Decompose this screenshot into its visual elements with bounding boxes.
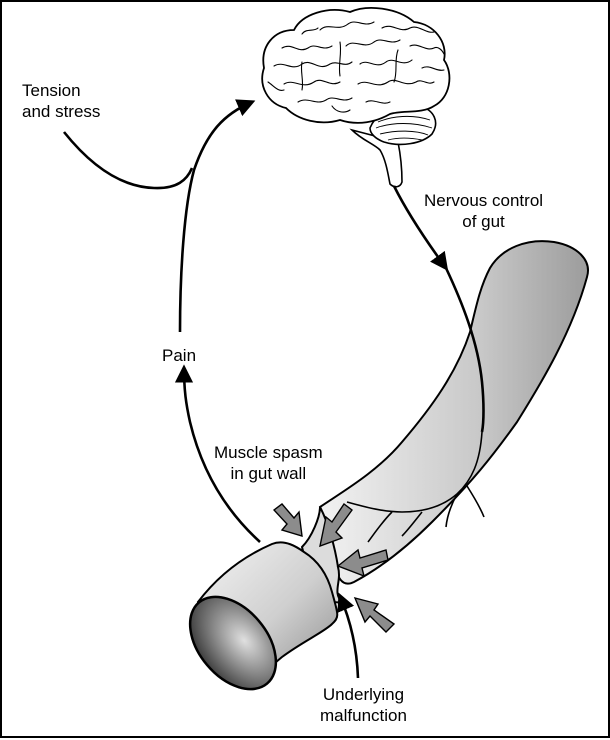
pressure-arrow-4 (353, 596, 396, 633)
muscle-spasm-label-line-2: in gut wall (230, 464, 307, 483)
tension-label: Tension and stress (22, 80, 100, 122)
tension-arrow-line (62, 131, 194, 190)
tension-label-line-2: and stress (22, 102, 101, 121)
gut-opening (188, 595, 278, 691)
pressure-arrow-1 (272, 503, 303, 537)
nervous-control-line (444, 267, 485, 433)
muscle-spasm-label-line-1: Muscle spasm (214, 443, 323, 462)
brain-input-arrow (178, 99, 256, 333)
muscle-spasm-label: Muscle spasm in gut wall (214, 442, 323, 484)
malfunction-arrow (337, 592, 360, 679)
pressure-arrow-2 (319, 502, 353, 548)
pain-arrow (174, 364, 261, 543)
malfunction-label-line-2: malfunction (320, 706, 407, 725)
gut-nerves (346, 431, 485, 543)
nervous-control-label-line-2: of gut (462, 212, 505, 231)
malfunction-label-line-1: Underlying (322, 685, 405, 704)
nervous-control-label: Nervous control of gut (424, 190, 543, 232)
malfunction-label: Underlying malfunction (320, 684, 407, 726)
gut-tube (188, 240, 589, 691)
brain-illustration (261, 7, 451, 188)
gut-upper-segment (318, 240, 589, 585)
nervous-control-label-line-1: Nervous control (424, 191, 544, 210)
pain-label: Pain (162, 346, 197, 365)
cerebrum (261, 7, 451, 124)
pressure-arrows (272, 502, 396, 633)
tension-label-line-1: Tension (22, 81, 81, 100)
nervous-control-arrow (392, 185, 449, 271)
flow-arrows (62, 99, 485, 679)
pressure-arrow-3 (336, 548, 389, 578)
